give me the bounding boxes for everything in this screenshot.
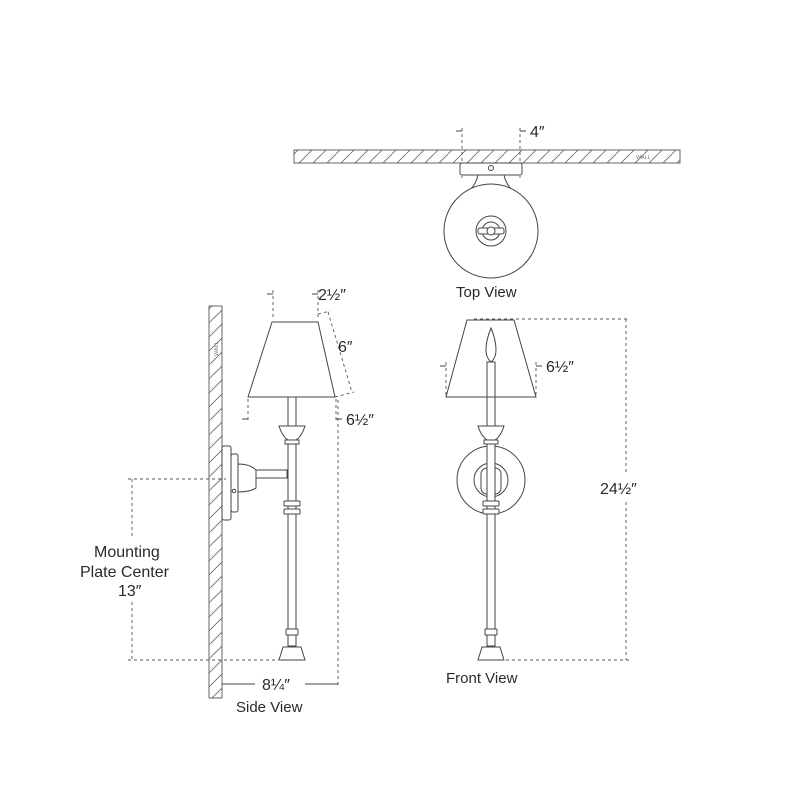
top-mounting-plate bbox=[459, 162, 523, 176]
side-shade-top-dim: 2½″ bbox=[318, 287, 346, 304]
top-wall bbox=[293, 149, 681, 164]
front-shade-bottom-dim: 6½″ bbox=[546, 359, 574, 376]
side-wall bbox=[208, 305, 223, 699]
side-shade-bottom-dim: 6½″ bbox=[346, 412, 374, 429]
mounting-plate-line1: Mounting bbox=[94, 544, 160, 561]
side-arm bbox=[255, 469, 288, 479]
mounting-plate-value: 13″ bbox=[118, 583, 142, 600]
front-view: 6½″ 24½″ Front View bbox=[440, 318, 637, 687]
front-view-label: Front View bbox=[446, 670, 518, 687]
overall-height-dim: 24½″ bbox=[600, 481, 637, 498]
top-wall-label: WALL bbox=[636, 155, 651, 161]
top-plate-width-dim: 4″ bbox=[530, 124, 545, 141]
side-shade-height-dim: 6″ bbox=[338, 339, 353, 356]
front-shade bbox=[445, 319, 537, 398]
side-wall-label: WALL bbox=[214, 341, 220, 356]
mounting-plate-line2: Plate Center bbox=[80, 564, 170, 581]
side-backplate bbox=[221, 445, 232, 521]
side-view-label: Side View bbox=[236, 699, 303, 716]
side-extension-dim: 8¼″ bbox=[262, 677, 290, 694]
top-view: WALL 4″ Top View bbox=[293, 124, 681, 301]
top-view-label: Top View bbox=[456, 284, 517, 301]
side-view: WALL 2½″ 6″ 6½ bbox=[80, 287, 374, 716]
side-shade bbox=[247, 321, 336, 398]
